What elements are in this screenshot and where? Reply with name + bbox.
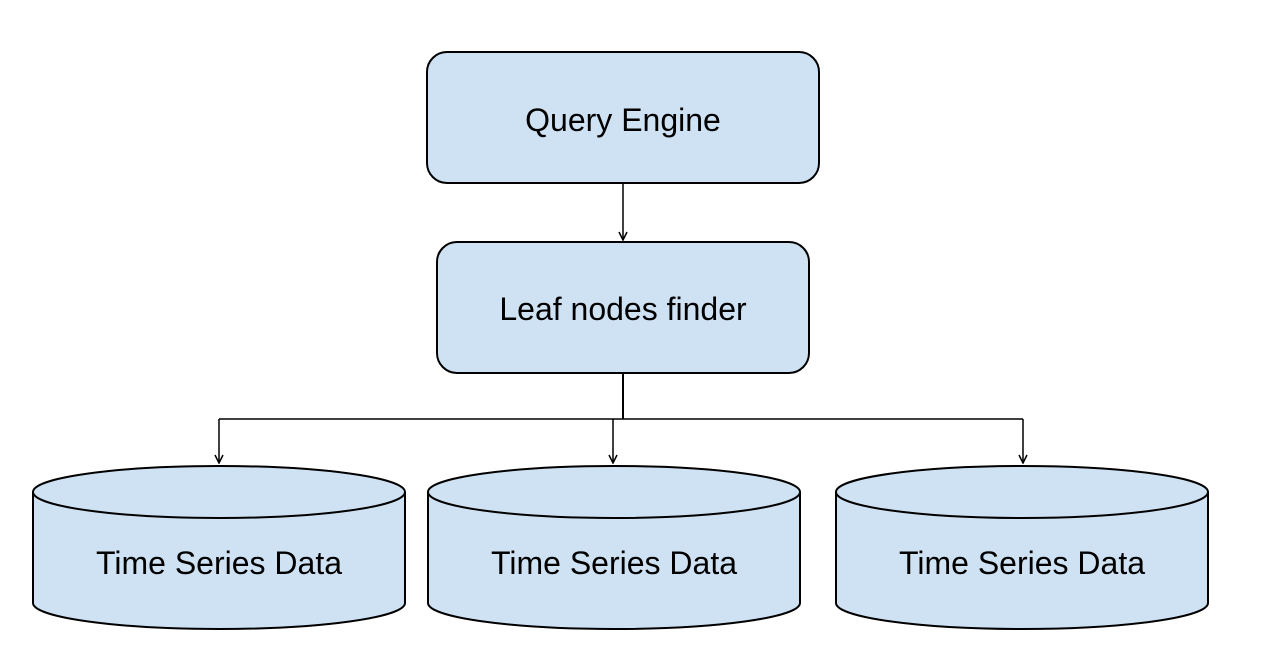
query-engine-node: Query Engine [426,51,820,184]
datastore-1-cylinder-body [32,492,406,630]
leaf-nodes-finder-label: Leaf nodes finder [499,291,747,327]
datastore-2-label: Time Series Data [491,545,737,581]
datastore-1-cylinder-top [32,465,406,519]
time-series-datastore-3: Time Series Data [835,465,1209,630]
leaf-nodes-finder-node: Leaf nodes finder [436,241,810,374]
datastore-3-label: Time Series Data [899,545,1145,581]
datastore-3-cylinder-top [835,465,1209,519]
time-series-datastore-2: Time Series Data [427,465,801,630]
time-series-datastore-1: Time Series Data [32,465,406,630]
datastore-1-label: Time Series Data [96,545,342,581]
query-engine-label: Query Engine [525,102,721,138]
datastore-3-cylinder-body [835,492,1209,630]
fan-out-connector [219,373,1023,463]
datastore-2-cylinder-body [427,492,801,630]
datastore-2-cylinder-top [427,465,801,519]
